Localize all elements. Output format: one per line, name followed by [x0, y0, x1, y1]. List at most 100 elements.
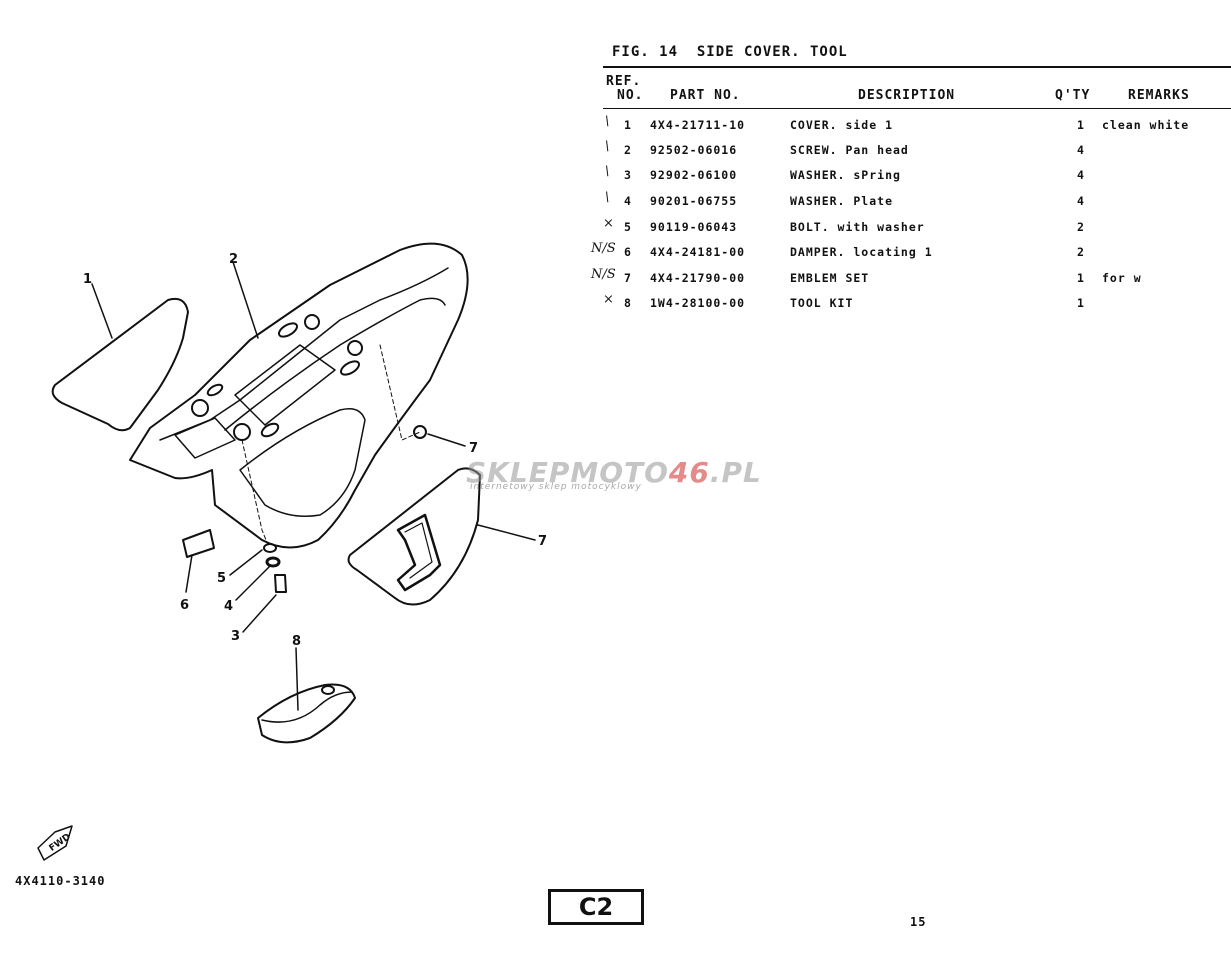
- row-ref: 4: [624, 194, 632, 208]
- side-cover-inner-edge: [159, 267, 449, 441]
- header-part-no: PART NO.: [670, 88, 741, 103]
- side-cover-body: [129, 242, 469, 549]
- row-ref: 6: [624, 245, 632, 259]
- header-rule: [603, 108, 1231, 109]
- emblem-number-one-inner: [404, 522, 433, 579]
- row-description: COVER. side 1: [790, 118, 894, 132]
- row-part-no: 92502-06016: [650, 143, 738, 157]
- header-description: DESCRIPTION: [858, 88, 956, 103]
- row-part-no: 90201-06755: [650, 194, 738, 208]
- callout-7-right: 7: [538, 534, 547, 549]
- row-ref: 2: [624, 143, 632, 157]
- pan-head-screw: [274, 574, 287, 593]
- row-mark: N/S: [591, 267, 616, 282]
- row-qty: 1: [1077, 271, 1085, 285]
- row-mark: N/S: [591, 241, 616, 256]
- callout-2: 3: [231, 629, 240, 644]
- figure-title: FIG. 14 SIDE COVER. TOOL: [612, 44, 848, 60]
- side-cover-slot: [234, 344, 336, 426]
- row-qty: 1: [1077, 118, 1085, 132]
- row-part-no: 92902-06100: [650, 168, 738, 182]
- callout-5: 7: [469, 441, 478, 456]
- row-description: WASHER. sPring: [790, 168, 901, 182]
- row-part-no: 1W4-28100-00: [650, 296, 746, 310]
- cover-hole: [191, 399, 209, 417]
- damper-shape: [182, 529, 215, 558]
- fwd-arrow-icon: [37, 825, 73, 861]
- header-ref: REF.: [606, 74, 642, 89]
- callout-8: 8: [292, 634, 301, 649]
- cover-hole: [233, 423, 251, 441]
- row-part-no: 4X4-21790-00: [650, 271, 746, 285]
- cover-hole: [347, 340, 363, 356]
- plate-washer: [263, 543, 277, 553]
- row-description: TOOL KIT: [790, 296, 854, 310]
- row-ref: 5: [624, 220, 632, 234]
- callout-3: 4: [224, 599, 233, 614]
- row-qty: 2: [1077, 245, 1085, 259]
- figure-code: 4X4110-3140: [15, 874, 106, 888]
- side-cover-rim: [224, 297, 446, 431]
- callout-leader-4: [229, 549, 263, 576]
- cover-hole: [304, 314, 320, 330]
- row-mark: ×: [603, 292, 614, 307]
- row-description: WASHER. Plate: [790, 194, 894, 208]
- watermark-subtitle: internetowy sklep motocyklowy: [470, 482, 642, 492]
- side-cover-recess: [239, 408, 366, 517]
- row-mark: \: [605, 139, 610, 154]
- row-remarks: for w: [1102, 271, 1142, 285]
- row-qty: 4: [1077, 143, 1085, 157]
- watermark-text-a: SKLEPMOTO: [466, 456, 669, 489]
- tool-kit-flap: [261, 691, 353, 723]
- callout-leader-5: [427, 433, 466, 447]
- emblem-number-one: [396, 513, 442, 592]
- tool-kit-bag: [257, 683, 356, 744]
- header-ref-no: NO.: [617, 88, 644, 103]
- callout-leader-3: [235, 565, 271, 601]
- header-remarks: REMARKS: [1128, 88, 1190, 103]
- assembly-line: [241, 439, 269, 546]
- row-qty: 1: [1077, 296, 1085, 310]
- callout-leader-6: [185, 554, 193, 593]
- bolt-head: [413, 425, 427, 439]
- tool-kit-end: [321, 685, 335, 695]
- row-mark: \: [605, 164, 610, 179]
- emblem-right-shape: [347, 467, 481, 606]
- watermark-text-c: .PL: [709, 456, 762, 489]
- callout-1: 2: [229, 252, 238, 267]
- row-remarks: clean white: [1102, 118, 1190, 132]
- row-description: DAMPER. locating 1: [790, 245, 933, 259]
- title-rule: [603, 66, 1231, 68]
- section-code-box: C2: [548, 889, 644, 925]
- row-ref: 8: [624, 296, 632, 310]
- header-qty: Q'TY: [1055, 88, 1091, 103]
- row-description: SCREW. Pan head: [790, 143, 909, 157]
- row-mark: \: [605, 114, 610, 129]
- row-mark: ×: [603, 216, 614, 231]
- watermark: SKLEPMOTO46.PL: [466, 456, 762, 489]
- callout-4: 5: [217, 571, 226, 586]
- assembly-line: [379, 344, 421, 441]
- cover-slot-hole: [277, 322, 299, 338]
- row-qty: 4: [1077, 194, 1085, 208]
- row-ref: 7: [624, 271, 632, 285]
- cover-slot-hole: [206, 383, 224, 397]
- row-description: BOLT. with washer: [790, 220, 925, 234]
- side-cover-tab: [174, 417, 236, 459]
- callout-leader-7-right: [477, 524, 536, 541]
- row-mark: \: [605, 190, 610, 205]
- cover-slot-hole: [260, 422, 280, 438]
- page-number: 15: [910, 915, 927, 929]
- row-qty: 2: [1077, 220, 1085, 234]
- callout-6: 6: [180, 598, 189, 613]
- callout-leader-1: [232, 261, 259, 339]
- row-ref: 1: [624, 118, 632, 132]
- row-part-no: 90119-06043: [650, 220, 738, 234]
- row-part-no: 4X4-21711-10: [650, 118, 746, 132]
- callout-leader-7-left: [91, 283, 113, 339]
- row-qty: 4: [1077, 168, 1085, 182]
- callout-leader-2: [242, 594, 277, 633]
- emblem-left-shape: [51, 297, 189, 432]
- callout-7: 1: [83, 272, 92, 287]
